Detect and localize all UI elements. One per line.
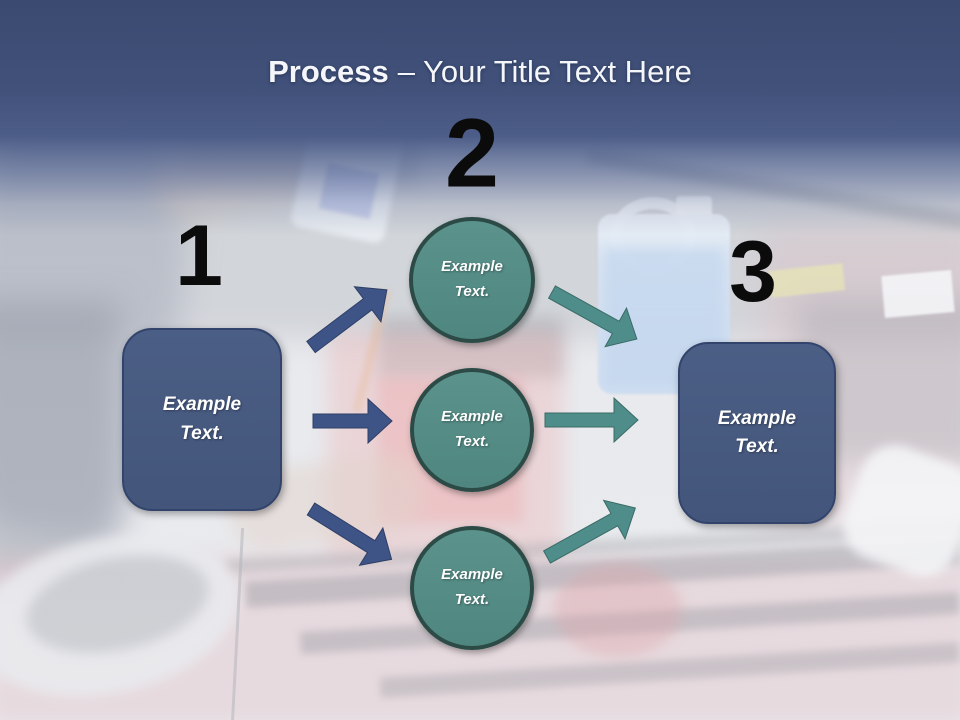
slide-title: Process– Your Title Text Here (0, 52, 960, 92)
middle-step-circle-1: Example Text. (409, 217, 535, 343)
step-number-3: 3 (729, 224, 777, 320)
end-step-label: Example Text. (717, 407, 797, 458)
step-number-1: 1 (175, 208, 223, 304)
end-step-box: Example Text. (678, 342, 836, 524)
start-step-label: Example Text. (162, 394, 242, 444)
start-step-box: Example Text. (122, 328, 282, 511)
middle-step-circle-3: Example Text. (410, 526, 534, 650)
middle-step-label-2: Example Text. (441, 408, 503, 450)
title-text: – Your Title Text Here (397, 54, 692, 89)
title-band (0, 0, 960, 235)
middle-step-label-1: Example Text. (441, 258, 503, 300)
step-number-2: 2 (445, 98, 499, 208)
middle-step-circle-2: Example Text. (410, 368, 534, 492)
middle-step-label-3: Example Text. (441, 566, 503, 608)
title-keyword: Process (268, 54, 389, 89)
